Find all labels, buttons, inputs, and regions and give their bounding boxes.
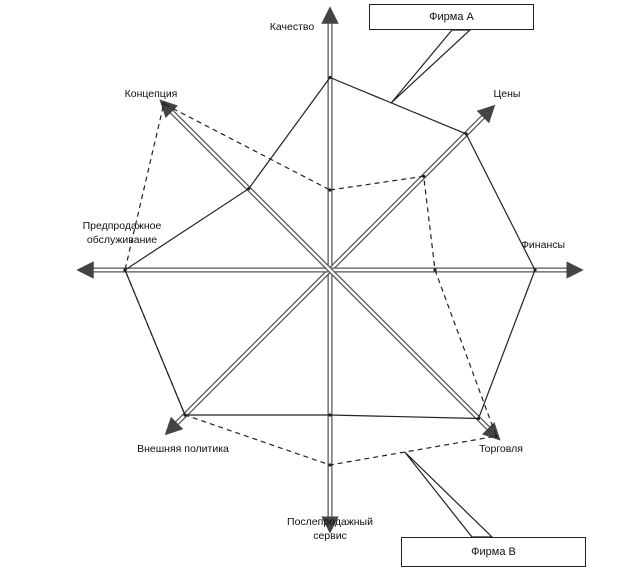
series-point-firm-b-2	[422, 174, 426, 178]
callout-firm-a	[390, 29, 472, 104]
series-point-firm-a-8	[247, 187, 251, 191]
series-point-firm-a-4	[476, 416, 481, 421]
legend-firm-b: Фирма В	[401, 537, 586, 567]
axis-label-8: Концепция	[125, 88, 178, 100]
series-point-firm-b-6	[183, 413, 187, 417]
series-point-firm-a-5	[328, 413, 332, 417]
series-point-firm-b-4	[494, 434, 498, 438]
axis-label-4: Торговля	[479, 443, 523, 455]
series-point-firm-b-8	[162, 102, 166, 106]
axis-label-7-line-1: Предпродажное	[83, 220, 162, 232]
series-point-firm-a-3	[533, 268, 537, 272]
callout-firm-b	[404, 451, 494, 538]
series-point-firm-b-7	[123, 268, 127, 272]
series-point-firm-b-5	[328, 463, 332, 467]
axis-label-2: Цены	[494, 88, 521, 100]
axis-label-1: Качество	[270, 21, 315, 33]
axis-label-5-line-1: Послепродажный	[287, 516, 373, 528]
series-point-firm-a-2	[464, 132, 468, 136]
axis-label-7-line-2: обслуживание	[87, 234, 157, 246]
series-point-firm-a-1	[328, 75, 332, 80]
axis-label-6: Внешняя политика	[137, 443, 229, 455]
legend-firm-a-label: Фирма А	[429, 11, 474, 23]
legend-firm-b-label: Фирма В	[471, 546, 516, 558]
axis-line-inner-4	[159, 99, 501, 441]
series-point-firm-b-1	[328, 188, 332, 192]
axis-label-3: Финансы	[521, 239, 565, 251]
legend-firm-a: Фирма А	[369, 4, 534, 30]
axis-label-5-line-2: сервис	[313, 530, 347, 542]
series-point-firm-b-3	[433, 268, 437, 272]
